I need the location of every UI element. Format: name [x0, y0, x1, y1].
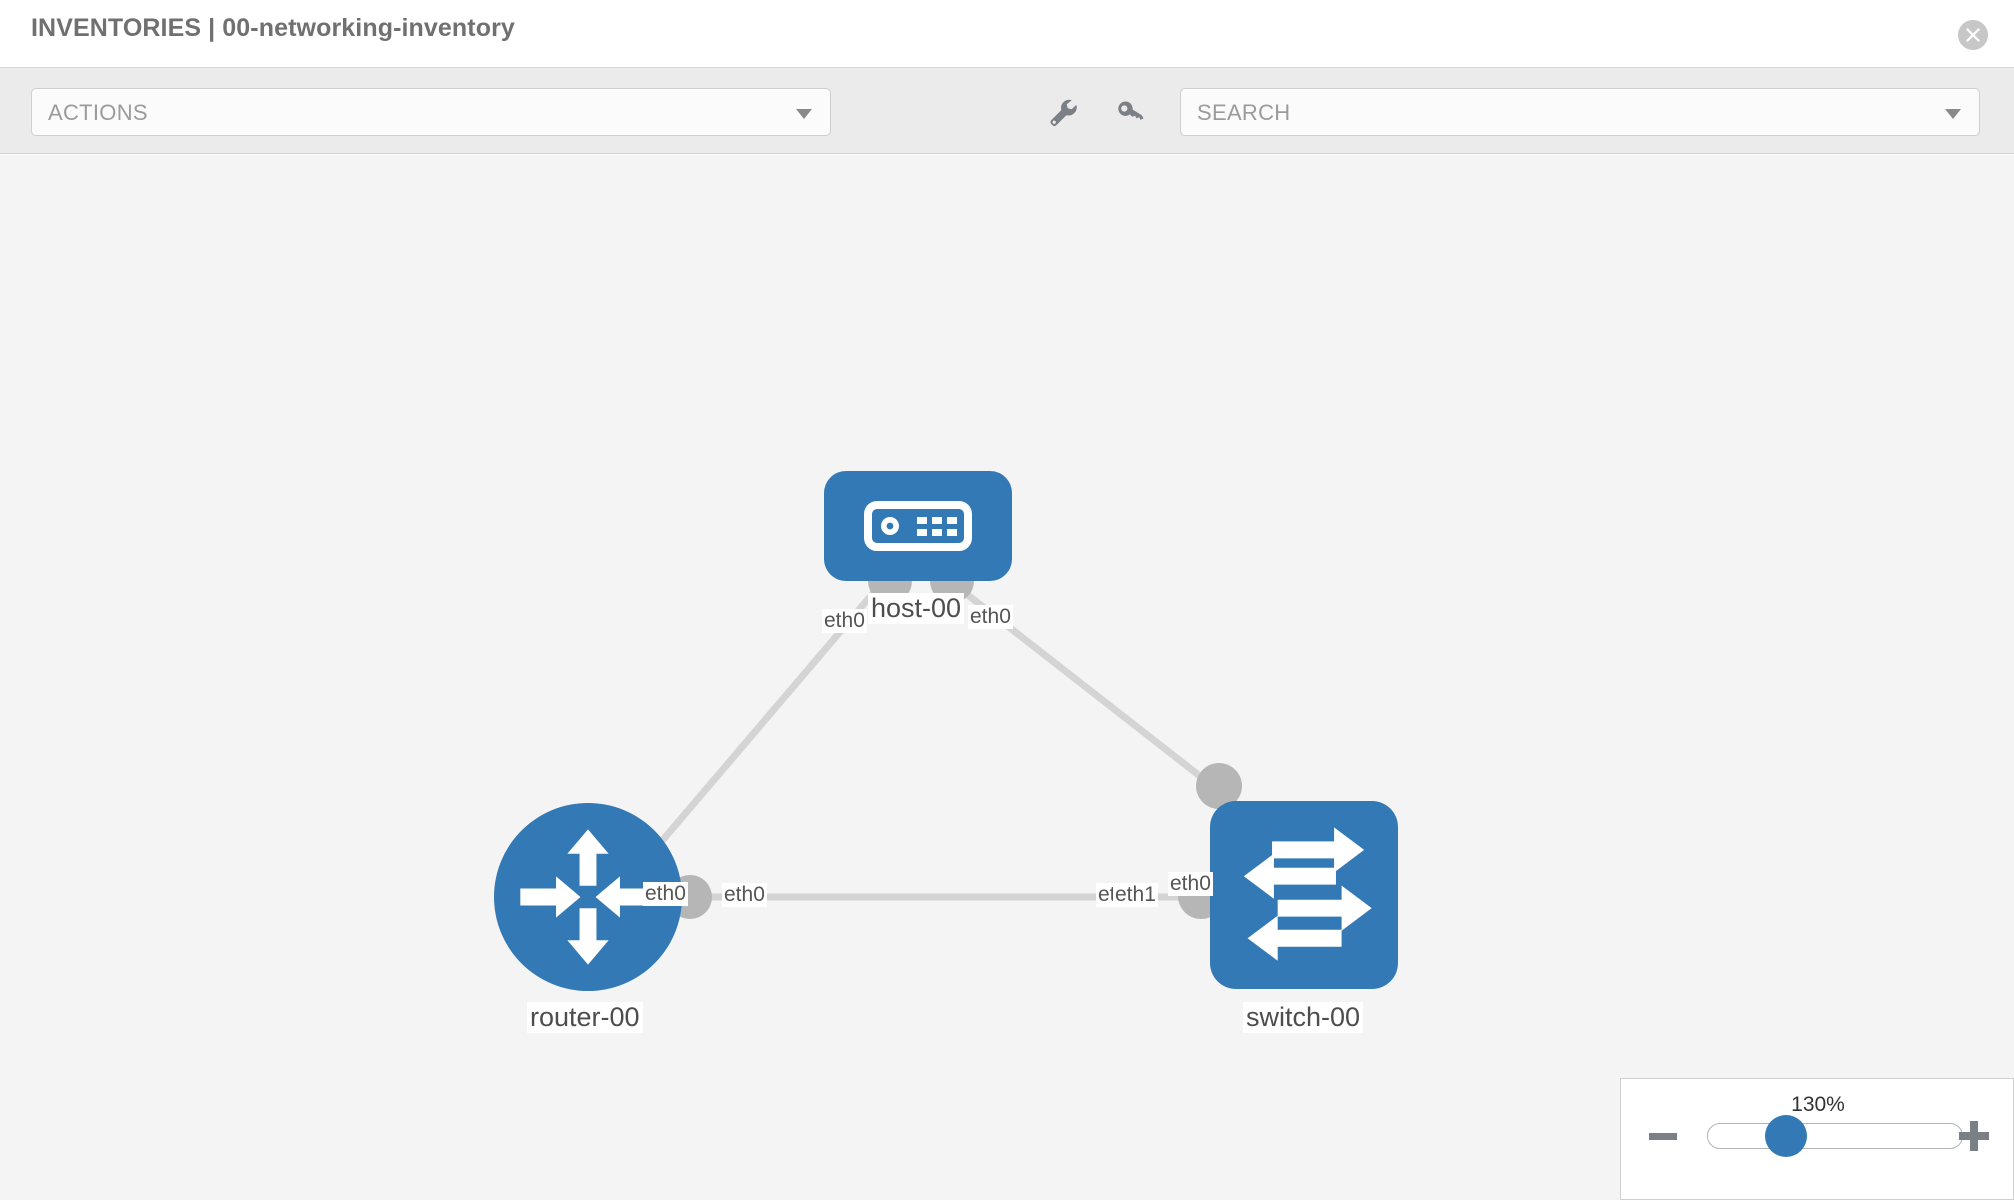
node-label-router-00: router-00: [527, 1002, 643, 1034]
topology-toolbar: ACTIONS SEARCH: [0, 68, 2014, 154]
edge-label-switch-up: eth0: [1168, 872, 1213, 897]
minus-icon[interactable]: [1649, 1133, 1677, 1140]
plus-icon[interactable]: [1959, 1121, 1989, 1151]
zoom-control: 130%: [1620, 1078, 2014, 1200]
node-host-00[interactable]: [824, 471, 1012, 581]
host-node-body[interactable]: [824, 471, 1012, 581]
router-arrows-icon: [520, 829, 656, 965]
chevron-down-icon: [796, 109, 812, 119]
close-icon[interactable]: [1958, 20, 1988, 50]
edge-label-router-right: eth0: [722, 883, 767, 908]
zoom-percent-label: 130%: [1791, 1093, 1845, 1116]
key-icon[interactable]: [1113, 96, 1147, 130]
page-title: INVENTORIES | 00-networking-inventory: [31, 14, 515, 42]
zoom-slider-track[interactable]: [1707, 1123, 1963, 1149]
actions-dropdown[interactable]: ACTIONS: [31, 88, 831, 136]
edge-label-host-right: eth0: [968, 605, 1013, 630]
switch-arrows-icon: [1243, 827, 1372, 961]
node-switch-00[interactable]: [1210, 801, 1398, 989]
zoom-slider-thumb[interactable]: [1765, 1115, 1807, 1157]
wrench-icon[interactable]: [1046, 96, 1080, 130]
page-header: INVENTORIES | 00-networking-inventory: [0, 0, 2014, 68]
search-placeholder: SEARCH: [1197, 100, 1291, 125]
edge-label-router-up: eth0: [643, 882, 688, 907]
chevron-down-icon[interactable]: [1945, 109, 1961, 119]
topology-canvas[interactable]: eth0 eth0 eth0 eth0 eth0 eth0 eth1 host-…: [0, 155, 2014, 1200]
actions-dropdown-label: ACTIONS: [48, 100, 148, 125]
node-label-switch-00: switch-00: [1243, 1002, 1364, 1034]
switch-node-body[interactable]: [1210, 801, 1398, 989]
search-input[interactable]: SEARCH: [1180, 88, 1980, 136]
server-device-icon: [864, 501, 972, 551]
edge-label-switch-left: eth1: [1113, 883, 1158, 908]
topology-edges: [646, 581, 1241, 901]
edge-label-host-left: eth0: [822, 609, 867, 634]
node-label-host-00: host-00: [868, 593, 965, 625]
